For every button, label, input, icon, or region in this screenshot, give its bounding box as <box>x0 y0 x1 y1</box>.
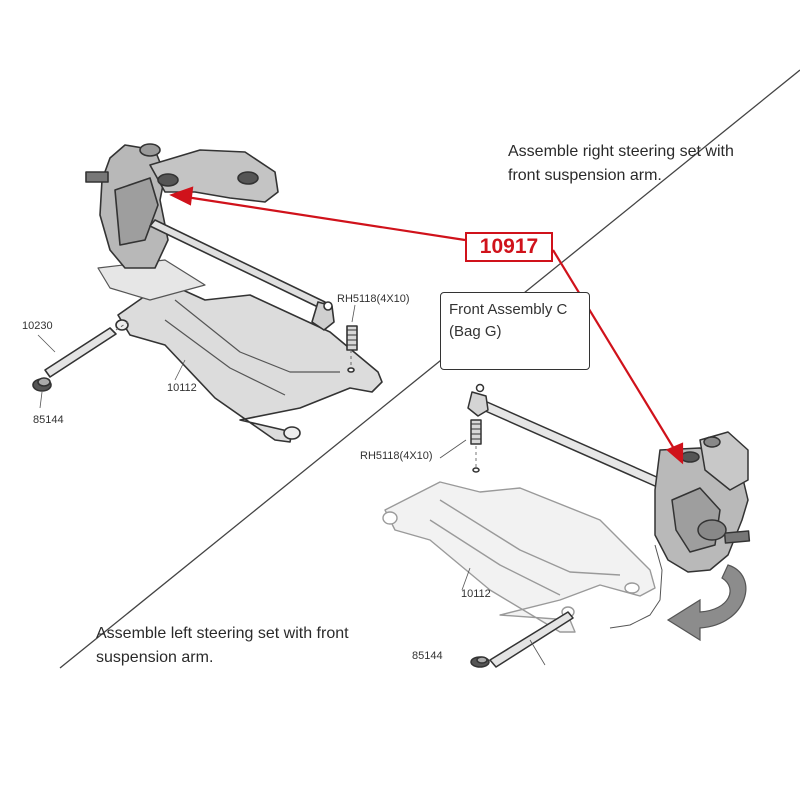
red-pointer-arrow-icon <box>169 186 684 465</box>
lower-assembly <box>382 481 656 633</box>
instruction-line: suspension arm. <box>96 649 214 666</box>
section-divider <box>59 69 800 669</box>
label-lower-nut: 85144 <box>412 650 443 662</box>
lower-lock-nut <box>470 656 490 668</box>
upper-grub-screw <box>346 325 358 351</box>
instruction-line: Assemble left steering set with front <box>96 625 349 642</box>
instruction-line: Assemble right steering set with <box>508 143 734 160</box>
left-steering-instruction: Assemble left steering set with front su… <box>96 622 396 670</box>
label-upper-nut: 85144 <box>33 414 64 426</box>
label-upper-screw: RH5118(4X10) <box>337 293 410 305</box>
callout-bag: (Bag G) <box>449 323 502 340</box>
label-upper-hinge-pin: 10230 <box>22 320 53 332</box>
callout-title: Front Assembly C <box>449 301 568 318</box>
assembly-callout-box: Front Assembly C (Bag G) <box>440 292 590 370</box>
lower-suspension-arm <box>384 481 656 633</box>
right-steering-instruction: Assemble right steering set with front s… <box>508 140 778 188</box>
upper-suspension-arm <box>117 281 383 443</box>
upper-hinge-pin <box>44 327 117 378</box>
part-number-badge: 10917 <box>465 232 553 262</box>
lower-grub-screw <box>470 419 482 445</box>
curved-rotate-arrow-icon <box>666 564 747 642</box>
upper-drive-shaft <box>149 219 326 309</box>
label-upper-arm: 10112 <box>167 382 197 394</box>
lower-drive-shaft <box>473 397 669 491</box>
instruction-line: front suspension arm. <box>508 167 662 184</box>
label-lower-screw: RH5118(4X10) <box>360 450 433 462</box>
upper-lock-nut <box>32 377 52 392</box>
upper-assembly <box>32 143 383 443</box>
label-lower-arm: 10112 <box>461 588 491 600</box>
